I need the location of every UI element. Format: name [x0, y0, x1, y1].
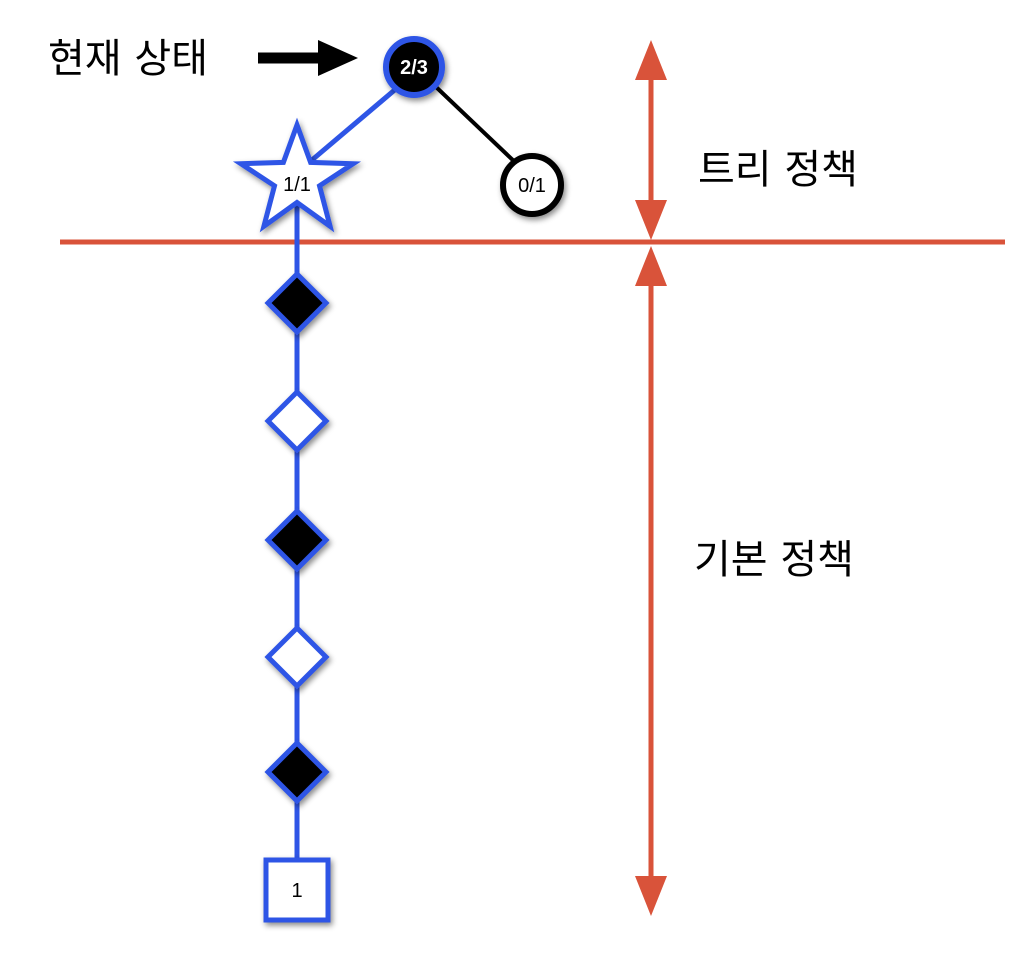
- right-child-node: [500, 153, 564, 217]
- default-policy-arrow: [635, 246, 667, 916]
- root-node-label: 2/3: [400, 57, 428, 79]
- rollout-diamond-4: [264, 624, 330, 690]
- tree-policy-arrow: [635, 40, 667, 240]
- rollout-diamond-1: [264, 270, 330, 336]
- edge-root-left: [310, 86, 399, 162]
- tree-policy-label: 트리 정책: [698, 147, 858, 193]
- terminal-node-label: 1: [291, 880, 302, 902]
- rollout-diamond-2: [264, 388, 330, 454]
- terminal-node: [263, 857, 331, 923]
- left-child-label: 1/1: [283, 174, 311, 196]
- root-node: [383, 36, 445, 98]
- current-state-label: 현재 상태: [48, 36, 208, 82]
- default-policy-label: 기본 정책: [694, 537, 854, 583]
- rollout-diamond-3: [264, 507, 330, 573]
- right-child-label: 0/1: [518, 175, 546, 197]
- current-state-arrow: [258, 40, 358, 76]
- rollout-diamond-5: [264, 739, 330, 805]
- edge-root-right: [433, 84, 520, 167]
- left-child-star-node: [232, 117, 362, 233]
